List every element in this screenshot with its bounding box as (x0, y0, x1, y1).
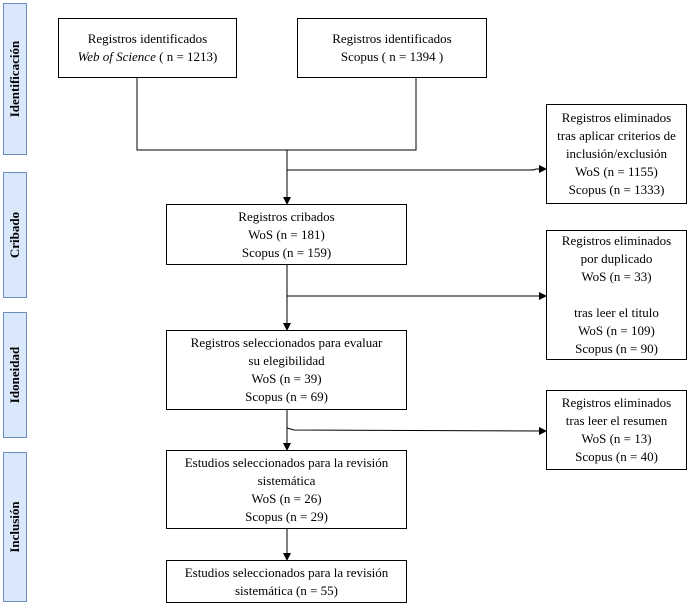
scopus-identified-title: Registros identificados (332, 31, 452, 46)
selected-review-title-cont: sistemática (257, 472, 316, 488)
phase-screening: Cribado (3, 172, 27, 298)
selected-eligibility-title-cont: su elegibilidad (248, 353, 325, 368)
selected-review-title: Estudios seleccionados para la revisión (184, 454, 389, 470)
selected-review-scopus: Scopus (n = 29) (245, 508, 328, 524)
excluded-abstract-reason: tras leer el resumen (565, 413, 668, 428)
wos-identified-detail: Web of Science ( n = 1213) (78, 48, 218, 66)
excluded-title-scopus: Scopus (n = 90) (575, 341, 658, 356)
excluded-duplicates-wos: WoS (n = 33) (581, 269, 652, 284)
excluded-duplicates-reason: por duplicado (580, 251, 653, 266)
screened-box: Registros cribados WoS (n = 181) Scopus … (166, 204, 407, 265)
phase-eligibility: Idoneidad (3, 312, 27, 438)
final-review-title: Estudios seleccionados para la revisión (184, 564, 389, 580)
phase-inclusion-label: Inclusión (7, 501, 22, 553)
final-review-count: sistemática (n = 55) (235, 582, 338, 598)
wos-identified-box: Registros identificados Web of Science (… (58, 18, 237, 78)
screened-wos: WoS (n = 181) (248, 226, 325, 242)
selected-eligibility-wos: WoS (n = 39) (251, 371, 322, 386)
selected-review-wos: WoS (n = 26) (251, 490, 322, 506)
phase-identification-label: Identificación (7, 40, 22, 118)
excluded-title-wos: WoS (n = 109) (578, 323, 655, 338)
wos-identified-count: ( n = 1213) (159, 49, 218, 64)
excluded-abstract-scopus: Scopus (n = 40) (575, 449, 658, 464)
excluded-duplicates-title: Registros eliminados (561, 233, 672, 248)
screened-title: Registros cribados (238, 208, 335, 224)
selected-eligibility-scopus: Scopus (n = 69) (245, 389, 328, 404)
phase-eligibility-label: Idoneidad (7, 346, 22, 404)
scopus-identified-box: Registros identificados Scopus ( n = 139… (297, 18, 487, 78)
selected-eligibility-box: Registros seleccionados para evaluar su … (166, 330, 407, 410)
excluded-criteria-line: Registros eliminados (561, 110, 672, 125)
merge-line (136, 78, 417, 151)
arrow-to-excluded-abstract (286, 426, 547, 435)
selected-eligibility-title: Registros seleccionados para evaluar (190, 335, 383, 350)
excluded-abstract-box: Registros eliminados tras leer el resume… (546, 390, 687, 470)
final-review-box: Estudios seleccionados para la revisión … (166, 560, 407, 603)
excluded-criteria-box: Registros eliminados tras aplicar criter… (546, 104, 687, 204)
wos-identified-title: Registros identificados (87, 31, 208, 46)
arrow-to-excluded-criteria (287, 165, 547, 173)
phase-identification: Identificación (3, 3, 27, 155)
phase-inclusion: Inclusión (3, 452, 27, 602)
excluded-abstract-wos: WoS (n = 13) (581, 431, 652, 446)
excluded-abstract-title: Registros eliminados (561, 395, 672, 410)
excluded-criteria-scopus: Scopus (n = 1333) (568, 182, 665, 197)
excluded-criteria-line: tras aplicar criterios de (557, 128, 676, 143)
excluded-criteria-line: inclusión/exclusión (565, 146, 668, 161)
scopus-identified-count: Scopus ( n = 1394 ) (340, 49, 444, 64)
selected-review-box: Estudios seleccionados para la revisión … (166, 450, 407, 529)
excluded-criteria-wos: WoS (n = 1155) (575, 164, 658, 179)
screened-scopus: Scopus (n = 159) (241, 244, 332, 260)
excluded-duplicates-box: Registros eliminados por duplicado WoS (… (546, 230, 687, 360)
phase-screening-label: Cribado (7, 211, 22, 259)
excluded-title-reason: tras leer el titulo (574, 305, 659, 320)
wos-source-name: Web of Science (77, 49, 156, 64)
